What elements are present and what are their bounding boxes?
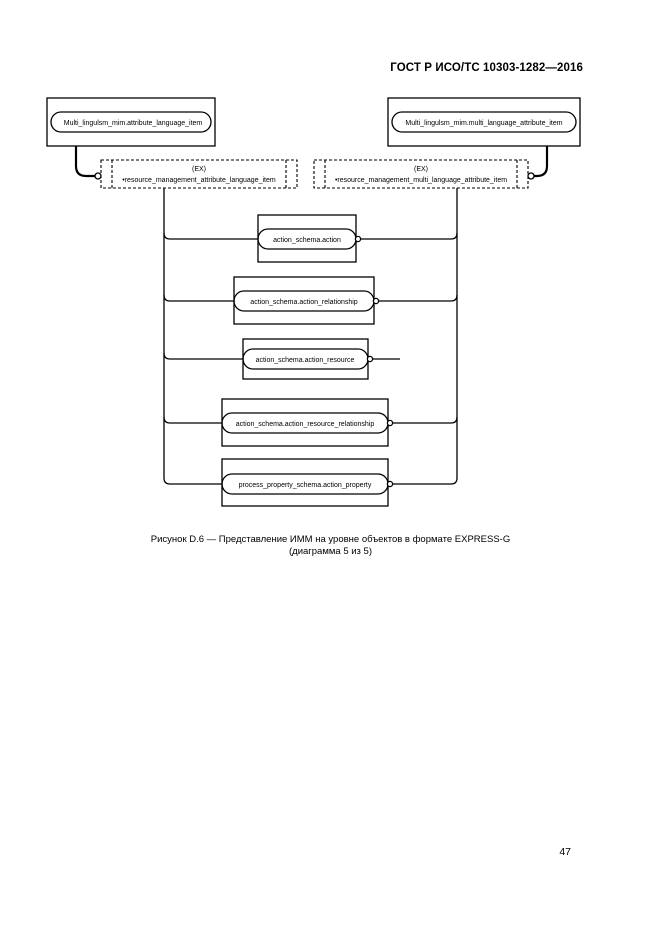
left-ref-tag: (EX): [192, 166, 206, 173]
entity-label-action-resource: action_schema.action_resource: [256, 357, 355, 364]
left-ref-circle-icon: [94, 172, 102, 180]
left-ref-name: •resource_management_attribute_language_…: [122, 177, 276, 184]
top-left-entity-label: Multi_lingulsm_mim.attribute_language_it…: [64, 120, 203, 127]
top-left-entity-pill: [50, 111, 212, 133]
figure-caption: Рисунок D.6 — Представление ИММ на уровн…: [0, 534, 661, 558]
top-right-entity-label: Multi_lingulsm_mim.multi_language_attrib…: [405, 120, 562, 127]
left-reference-box: [100, 159, 298, 189]
entity-label-action: action_schema.action: [273, 237, 341, 244]
top-right-entity-box: [387, 97, 581, 147]
top-left-entity-box: [46, 97, 216, 147]
page-number: 47: [559, 846, 571, 858]
right-ref-tag: (EX): [414, 166, 428, 173]
top-right-entity-pill: [391, 111, 577, 133]
express-g-diagram: Multi_lingulsm_mim.attribute_language_it…: [46, 97, 581, 507]
document-header: ГОСТ Р ИСО/ТС 10303-1282—2016: [390, 62, 583, 74]
entity-label-action-relationship: action_schema.action_relationship: [250, 299, 358, 306]
right-ref-name: •resource_management_multi_language_attr…: [335, 177, 507, 184]
entity-label-action-resource-relationship: action_schema.action_resource_relationsh…: [236, 421, 375, 428]
caption-line-2: (диаграмма 5 из 5): [289, 546, 372, 557]
caption-line-1: Рисунок D.6 — Представление ИММ на уровн…: [150, 534, 511, 545]
right-ref-circle-icon: [527, 172, 535, 180]
entity-label-action-property: process_property_schema.action_property: [239, 482, 372, 489]
